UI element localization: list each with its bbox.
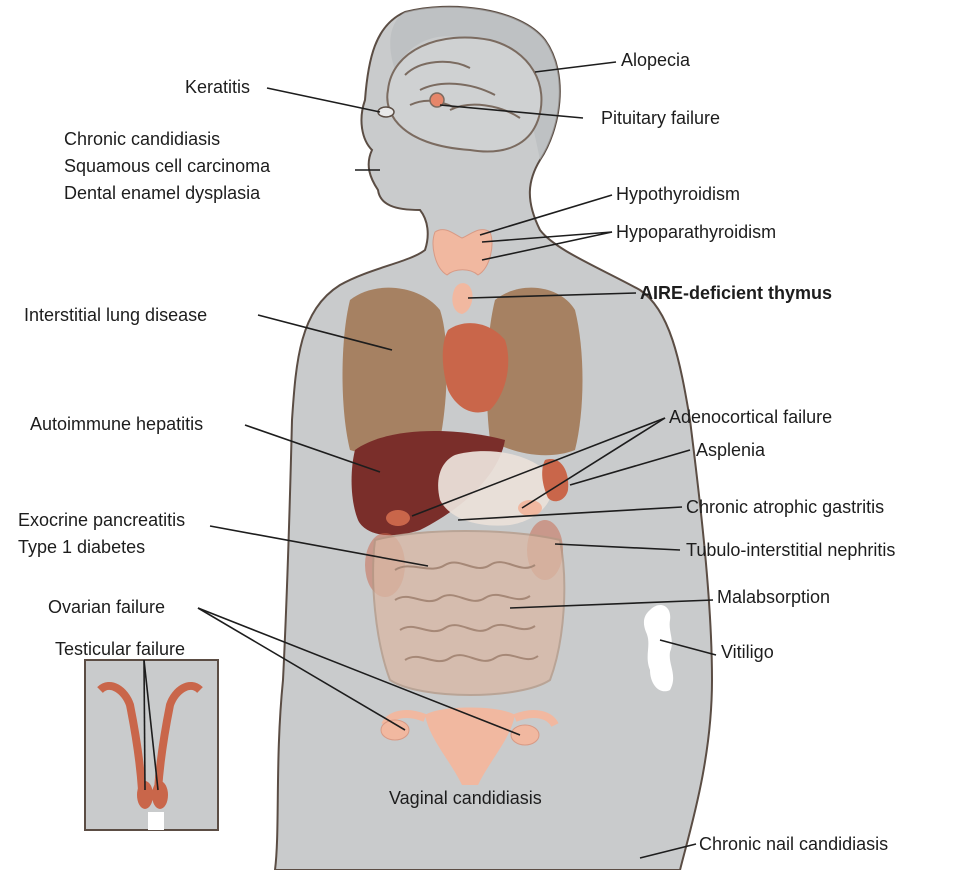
label-interstitial-lung-disease: Interstitial lung disease	[24, 303, 207, 327]
label-hypothyroidism: Hypothyroidism	[616, 182, 740, 206]
label-vitiligo: Vitiligo	[721, 640, 774, 664]
label-testicular-failure: Testicular failure	[55, 637, 185, 661]
left-lung	[343, 288, 447, 456]
label-chronic-atrophic-gastritis: Chronic atrophic gastritis	[686, 495, 884, 519]
label-keratitis: Keratitis	[185, 75, 250, 99]
eye	[378, 107, 394, 117]
label-squamous-cell-carcinoma: Squamous cell carcinoma	[64, 154, 270, 178]
label-alopecia: Alopecia	[621, 48, 690, 72]
label-hypoparathyroidism: Hypoparathyroidism	[616, 220, 776, 244]
label-pituitary-failure: Pituitary failure	[601, 106, 720, 130]
label-autoimmune-hepatitis: Autoimmune hepatitis	[30, 412, 203, 436]
label-ovarian-failure: Ovarian failure	[48, 595, 165, 619]
label-chronic-candidiasis: Chronic candidiasis	[64, 127, 220, 151]
label-adenocortical-failure: Adenocortical failure	[669, 405, 832, 429]
label-type-1-diabetes: Type 1 diabetes	[18, 535, 145, 559]
adrenal-left	[386, 510, 410, 526]
intestines	[373, 531, 564, 695]
label-dental-enamel-dysplasia: Dental enamel dysplasia	[64, 181, 260, 205]
label-tubulo-interstitial-nephritis: Tubulo-interstitial nephritis	[686, 538, 895, 562]
ovary-right	[511, 725, 539, 745]
label-aire-deficient-thymus: AIRE-deficient thymus	[640, 281, 832, 305]
label-vaginal-candidiasis: Vaginal candidiasis	[389, 786, 542, 810]
brain	[387, 37, 541, 151]
label-asplenia: Asplenia	[696, 438, 765, 462]
label-chronic-nail-candidiasis: Chronic nail candidiasis	[699, 832, 888, 856]
label-exocrine-pancreatitis: Exocrine pancreatitis	[18, 508, 185, 532]
label-malabsorption: Malabsorption	[717, 585, 830, 609]
